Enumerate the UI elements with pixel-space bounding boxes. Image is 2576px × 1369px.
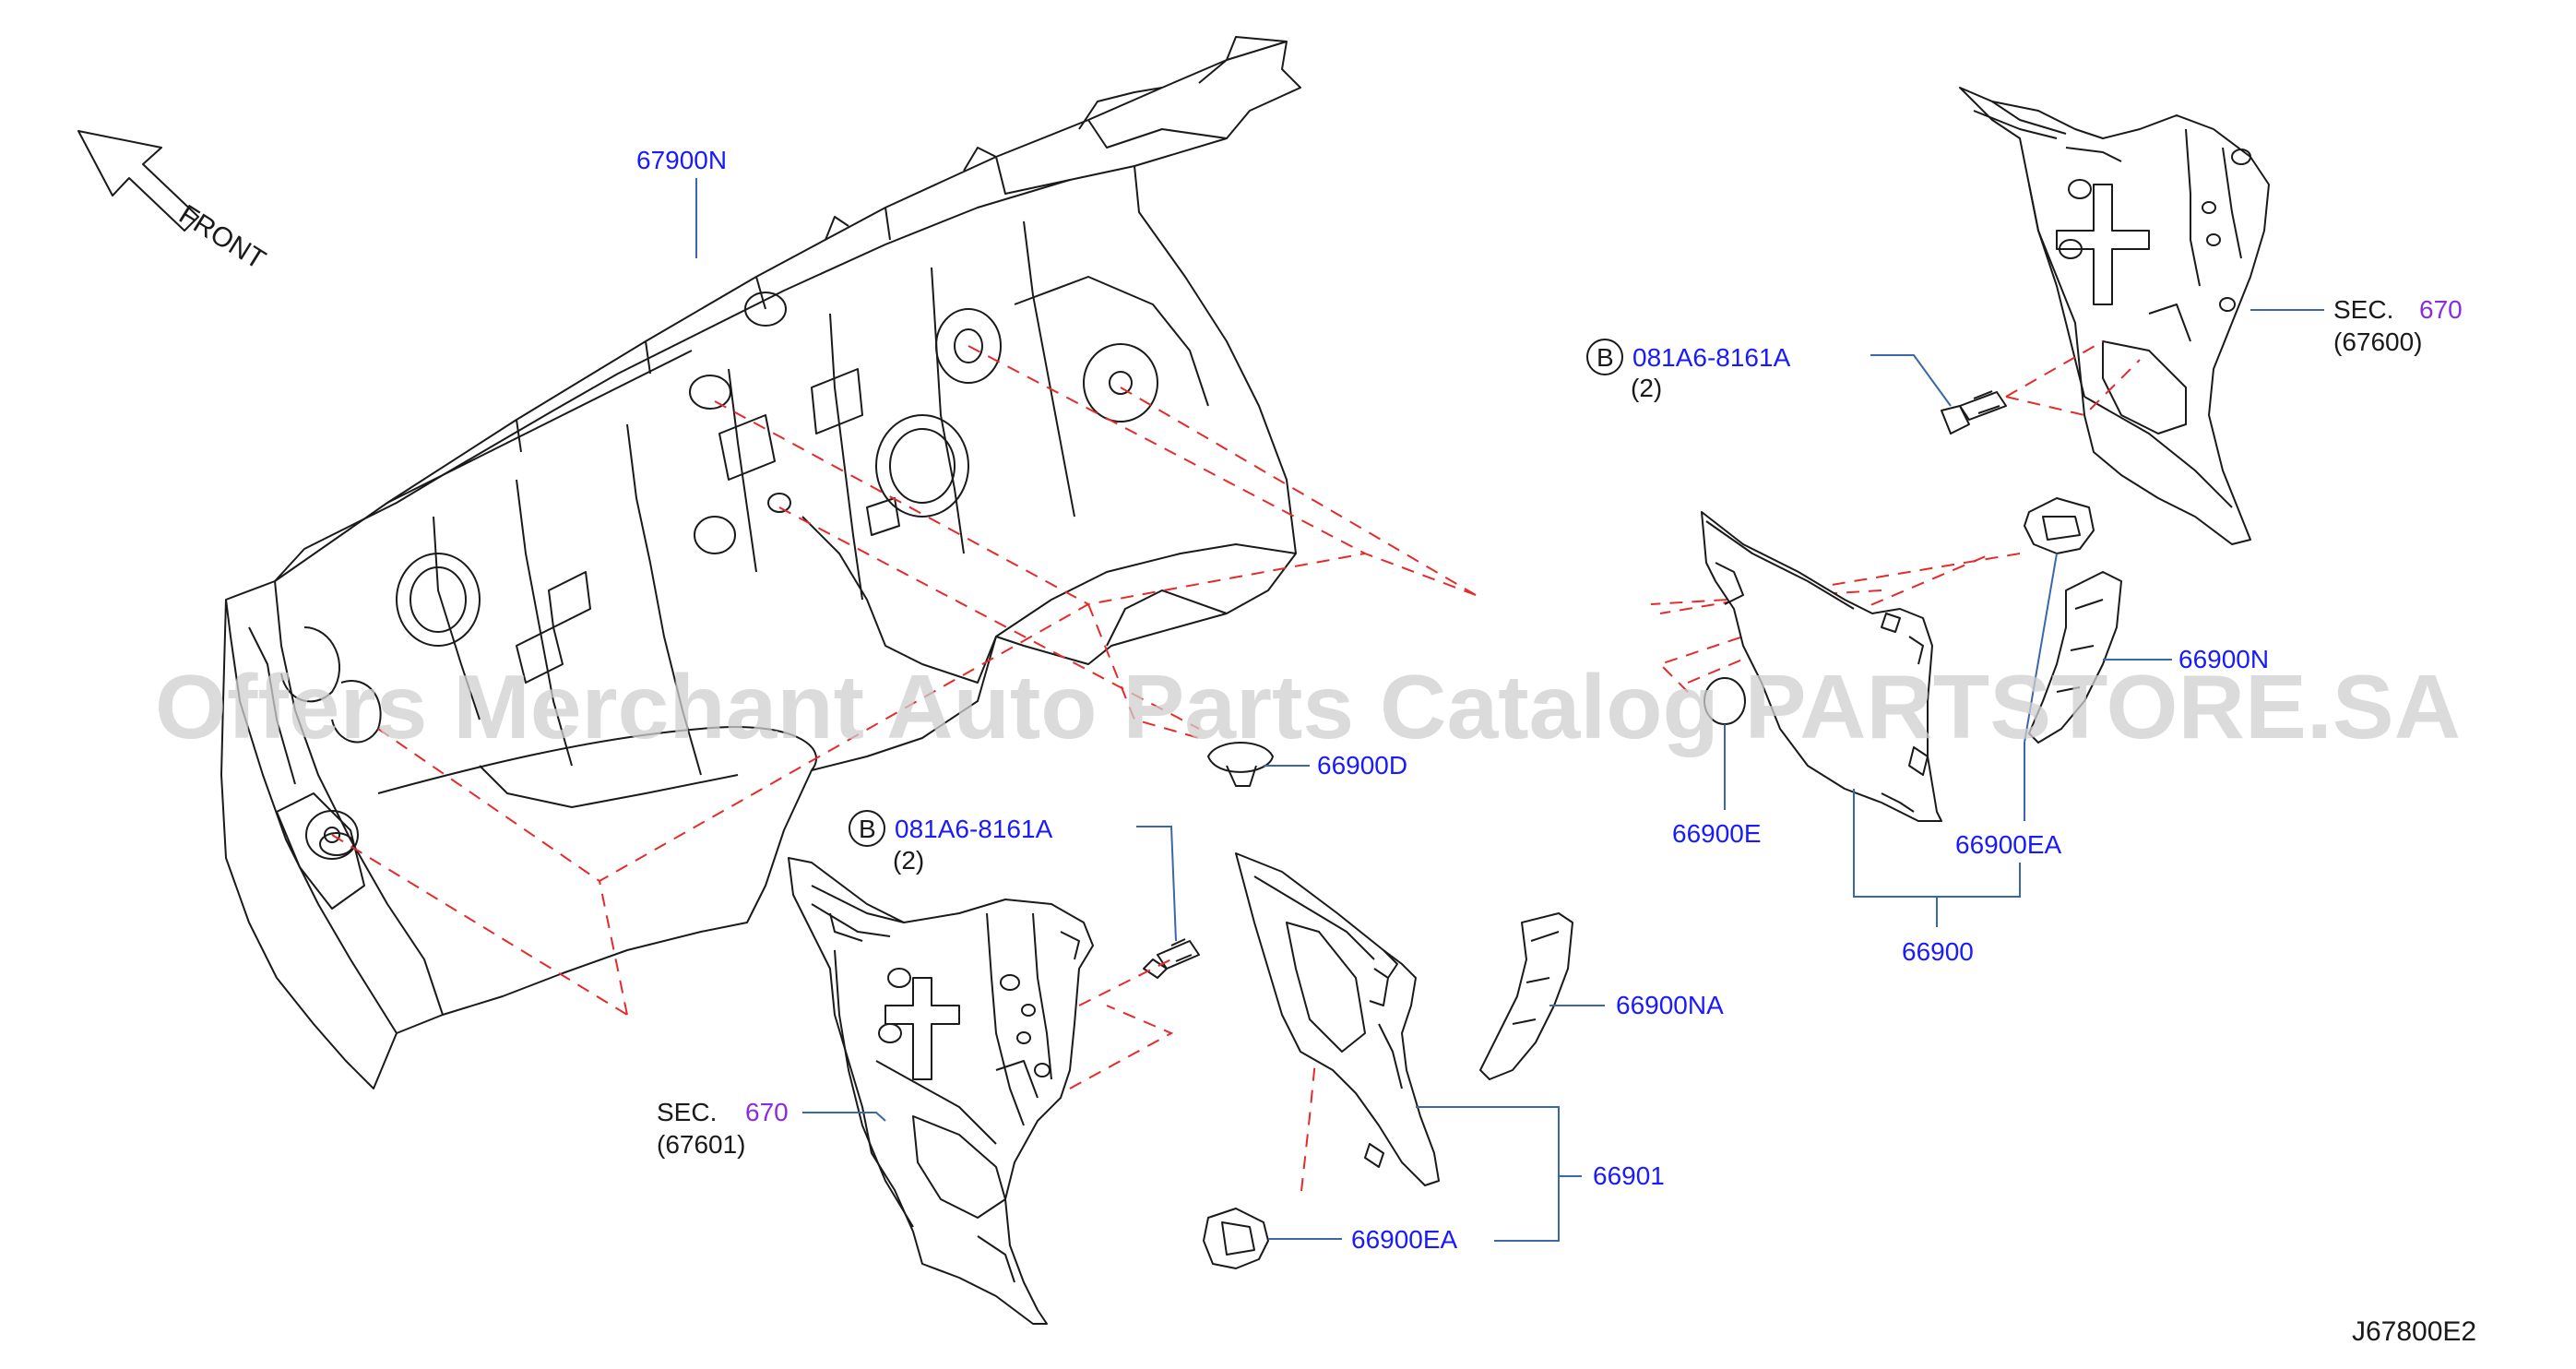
bolt-marker-bottom xyxy=(849,810,885,847)
leader-bolt-top xyxy=(1870,354,1952,407)
label-66900d: 66900D xyxy=(1317,751,1407,780)
clip-66900ea-right-drawing xyxy=(2024,497,2095,554)
label-sec-right-ref: (67600) xyxy=(2333,327,2423,356)
label-66900n: 66900N xyxy=(2178,645,2269,673)
label-66900: 66900 xyxy=(1902,937,1974,966)
finisher-66900n-drawing xyxy=(2028,571,2122,744)
label-sec-right-num: 670 xyxy=(2419,295,2463,324)
side-panel-left-drawing xyxy=(788,857,1094,1325)
label-sec-left-ref: (67601) xyxy=(657,1130,746,1159)
diagram-code: J67800E2 xyxy=(2352,1316,2476,1347)
watermark-text: Offers Merchant Auto Parts Catalog PARTS… xyxy=(155,656,2461,757)
bolt-marker-top-letter: B xyxy=(1597,343,1614,372)
label-sec-left-word: SEC. xyxy=(657,1098,717,1126)
bolt-marker-bottom-letter: B xyxy=(859,815,876,843)
side-panel-right-drawing xyxy=(1959,87,2270,545)
leader-sec-left xyxy=(802,1112,886,1122)
bolt-marker-top xyxy=(1586,339,1623,375)
front-arrow-icon xyxy=(77,130,199,232)
label-67900n: 67900N xyxy=(636,146,727,174)
label-66900na: 66900NA xyxy=(1616,991,1724,1019)
label-bolt-qty-bottom: (2) xyxy=(893,846,924,875)
label-66900e: 66900E xyxy=(1672,819,1762,848)
trim-66901-drawing xyxy=(1235,852,1440,1186)
label-66901: 66901 xyxy=(1593,1161,1665,1190)
clip-66900ea-left-drawing xyxy=(1203,1208,1269,1269)
label-bolt-qty-top: (2) xyxy=(1631,374,1662,402)
label-sec-left-num: 670 xyxy=(745,1098,789,1126)
label-sec-right-word: SEC. xyxy=(2333,295,2393,324)
dash-insulator-drawing xyxy=(220,36,1301,1089)
bolt-bottom-drawing xyxy=(1143,938,1200,979)
leader-66900ea-right xyxy=(2024,553,2058,821)
leader-bolt-bottom xyxy=(1136,826,1177,942)
leader-66900 xyxy=(1853,789,2021,927)
label-bolt-part-top: 081A6-8161A xyxy=(1632,343,1791,372)
label-66900ea-right: 66900EA xyxy=(1955,830,2062,859)
leader-66901 xyxy=(1416,1106,1582,1242)
label-66900ea-left: 66900EA xyxy=(1351,1225,1458,1254)
label-bolt-part-bottom: 081A6-8161A xyxy=(895,815,1053,843)
trim-66900-drawing xyxy=(1701,511,1942,822)
front-label: FRONT xyxy=(173,199,270,276)
dashed-assembly-lines-left xyxy=(331,345,1477,1016)
finisher-66900na-drawing xyxy=(1479,912,1573,1080)
bolt-top-drawing xyxy=(1941,390,2007,435)
clip-66900d-drawing xyxy=(1207,742,1274,787)
